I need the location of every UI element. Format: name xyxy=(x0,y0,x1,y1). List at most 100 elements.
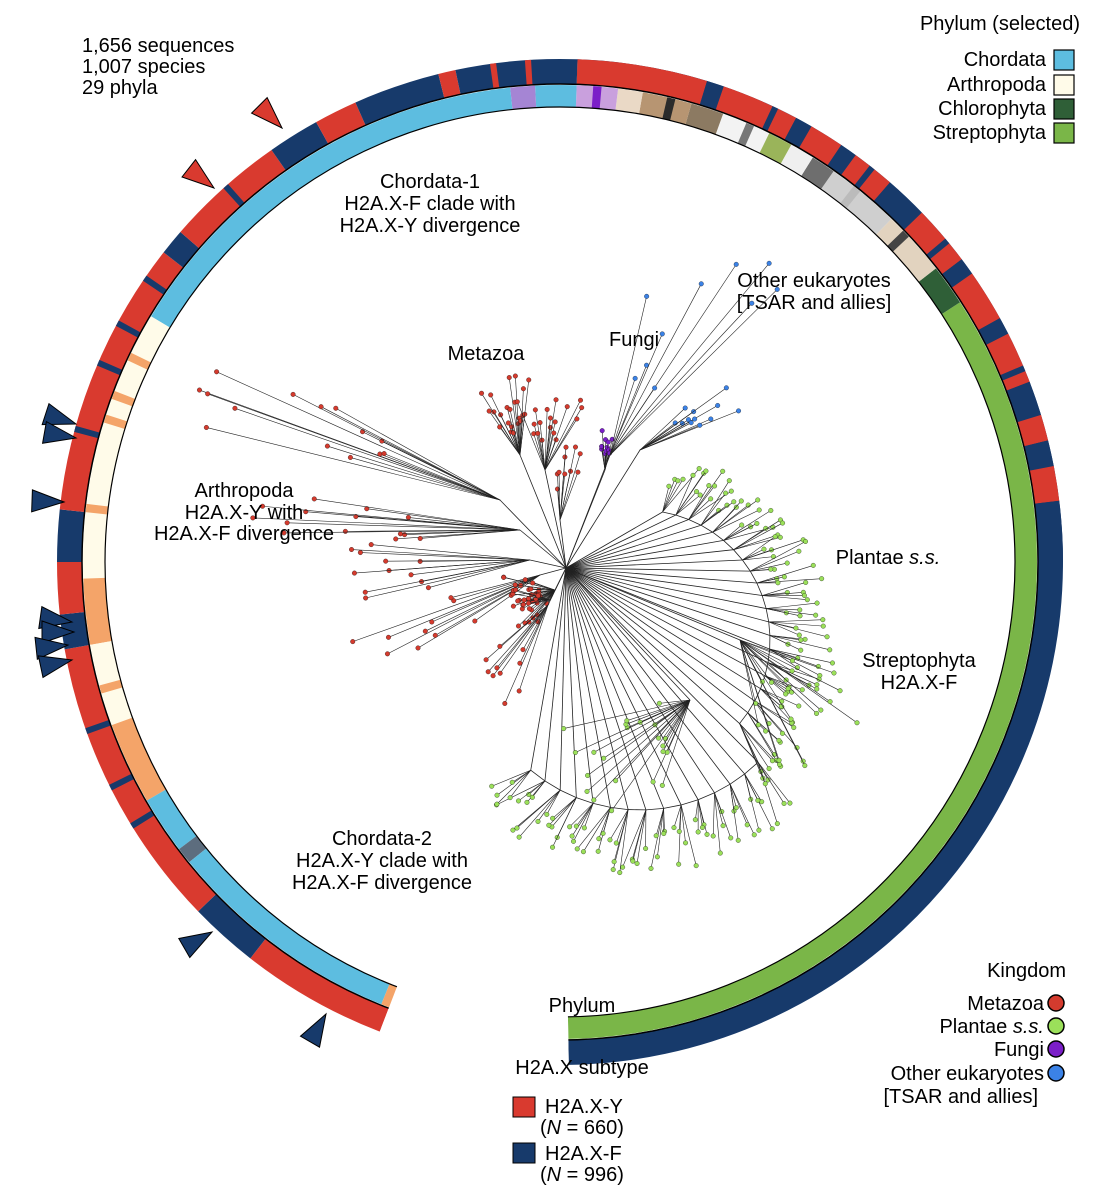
phylum-ring-segment xyxy=(535,84,577,108)
tree-branch xyxy=(783,610,816,616)
tree-branch xyxy=(674,410,739,437)
tree-branch xyxy=(767,662,786,673)
tree-branch xyxy=(777,608,800,611)
tree-tip xyxy=(517,660,523,666)
tree-branch xyxy=(768,776,791,804)
tree-branch xyxy=(583,822,602,852)
tree-branch xyxy=(747,712,758,730)
tree-branch xyxy=(766,776,785,804)
tree-tip xyxy=(512,373,518,379)
tree-tip xyxy=(488,392,494,398)
tree-branch xyxy=(207,393,398,464)
tree-branch xyxy=(387,602,487,655)
tree-branch xyxy=(565,446,576,495)
phylum-ring-segment xyxy=(82,537,106,579)
tree-tip xyxy=(516,834,522,840)
divergence-arrowhead xyxy=(41,402,78,426)
tree-branch xyxy=(636,828,644,864)
subtype-ring-segment xyxy=(827,144,856,176)
tree-tip xyxy=(324,443,330,449)
tree-tip xyxy=(723,490,729,496)
tree-tip xyxy=(659,782,665,788)
tree-branch xyxy=(621,809,629,821)
tree-branch xyxy=(400,531,479,535)
tree-tip xyxy=(581,825,587,831)
tree-branch xyxy=(776,592,804,595)
tree-branch xyxy=(516,803,546,829)
tree-branch xyxy=(397,462,501,501)
tree-branch xyxy=(559,503,567,521)
tree-tip xyxy=(776,757,782,763)
tree-tip xyxy=(827,699,833,705)
tree-tip xyxy=(706,483,712,489)
tree-branch xyxy=(350,457,448,486)
tree-branch xyxy=(762,683,806,766)
tree-tip xyxy=(820,623,826,629)
tree-tip xyxy=(763,728,769,734)
tree-branch xyxy=(565,567,767,609)
tree-tip xyxy=(755,722,761,728)
tree-branch xyxy=(779,651,798,659)
tree-branch xyxy=(682,491,697,508)
clade-label-other-eukaryotes: Other eukaryotes [TSAR and allies] xyxy=(737,270,892,314)
tree-branch xyxy=(529,559,567,569)
tree-tip xyxy=(708,416,714,422)
tree-branch xyxy=(729,784,734,804)
tree-tip xyxy=(733,261,739,267)
tree-tip xyxy=(656,735,661,741)
tree-tip xyxy=(490,673,496,679)
tree-tip xyxy=(415,645,421,651)
tree-tip xyxy=(311,496,317,502)
subtype-ring-segment xyxy=(903,212,962,275)
tree-tip xyxy=(824,634,830,640)
tree-branch xyxy=(472,559,531,572)
tree-branch xyxy=(565,567,759,763)
tree-branch xyxy=(686,826,697,866)
tree-branch xyxy=(496,781,520,805)
tree-branch xyxy=(609,396,669,456)
tree-branch xyxy=(532,582,548,588)
tree-tip xyxy=(739,522,745,528)
tree-branch xyxy=(680,699,691,730)
tree-branch xyxy=(700,516,713,526)
tree-tip xyxy=(574,416,580,422)
tree-tip xyxy=(780,730,785,736)
tree-branch xyxy=(678,814,681,832)
phylum-ring-stripe xyxy=(591,86,602,109)
tree-branch xyxy=(586,731,655,792)
subtype-ring-segment xyxy=(271,122,329,171)
tree-branch xyxy=(653,699,691,733)
tree-tip xyxy=(652,385,658,391)
subtype-ring-stripe xyxy=(142,275,168,295)
tree-branch xyxy=(733,545,750,550)
tree-tip xyxy=(733,805,739,811)
tree-branch xyxy=(327,445,440,482)
tree-tip xyxy=(526,606,532,612)
tree-tip xyxy=(770,554,776,560)
tree-tip xyxy=(695,829,701,835)
tree-branch xyxy=(365,573,473,599)
tree-tip xyxy=(579,405,585,411)
tree-branch xyxy=(598,818,607,839)
tree-branch xyxy=(678,804,682,813)
clade-label-streptophyta: Streptophyta H2A.X-F xyxy=(862,650,976,694)
subtype-ring-stripe xyxy=(96,359,123,376)
tree-branch xyxy=(784,670,818,685)
tree-branch xyxy=(569,811,586,827)
tree-branch xyxy=(527,780,546,790)
tree-branch xyxy=(509,433,521,456)
tree-tip xyxy=(519,606,525,612)
tree-tip xyxy=(385,651,390,657)
tree-tip xyxy=(634,861,640,866)
tree-branch xyxy=(537,433,543,458)
tree-branch xyxy=(746,669,759,725)
tree-tip xyxy=(697,422,703,428)
tree-branch xyxy=(772,651,835,674)
tree-branch xyxy=(404,531,480,535)
chordata1-line1: Chordata-1 xyxy=(380,171,480,193)
clade-label-metazoa: Metazoa xyxy=(448,343,526,365)
tree-branch xyxy=(509,409,517,440)
tree-tip xyxy=(333,405,339,411)
tree-branch xyxy=(625,708,668,725)
